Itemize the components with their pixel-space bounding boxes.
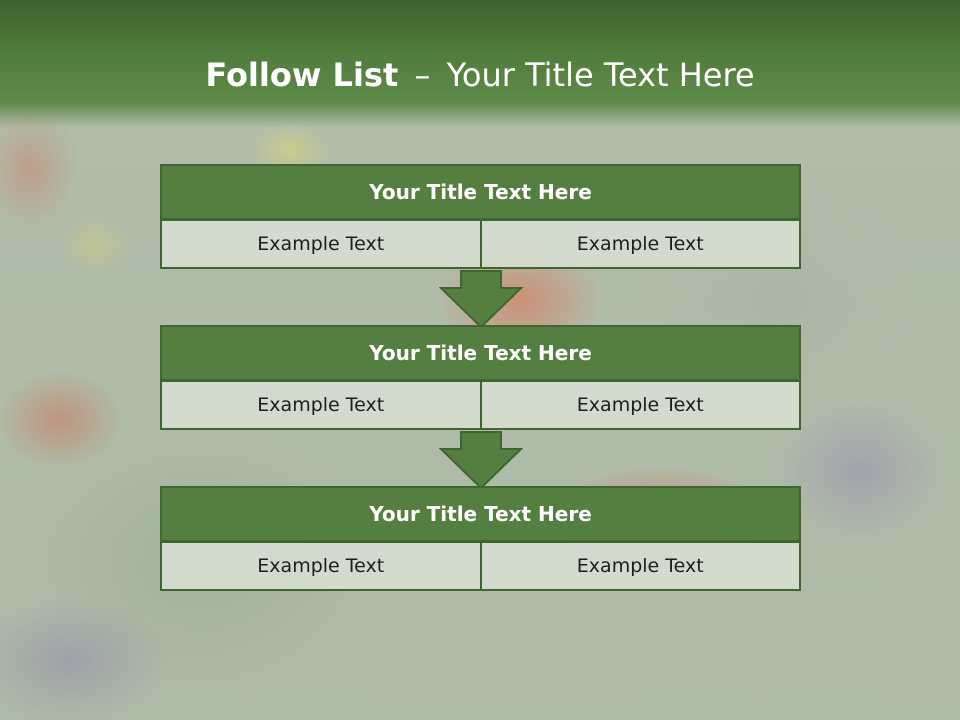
page-title-rest: Your Title Text Here xyxy=(446,56,755,94)
page-title: Follow List – Your Title Text Here xyxy=(0,52,960,98)
block-cell-right: Example Text xyxy=(479,541,801,591)
block-row: Example Text Example Text xyxy=(160,541,801,591)
list-block-1: Your Title Text Here Example Text Exampl… xyxy=(160,164,801,269)
block-cell-left: Example Text xyxy=(160,541,482,591)
block-cell-left: Example Text xyxy=(160,380,482,430)
page-title-bold: Follow List xyxy=(205,56,399,94)
page-title-separator: – xyxy=(414,56,431,94)
block-title: Your Title Text Here xyxy=(160,486,801,542)
block-row: Example Text Example Text xyxy=(160,219,801,269)
block-cell-left: Example Text xyxy=(160,219,482,269)
block-cell-right: Example Text xyxy=(479,380,801,430)
block-title: Your Title Text Here xyxy=(160,325,801,381)
arrow-down-icon xyxy=(439,270,523,328)
arrow-down-icon xyxy=(439,431,523,489)
list-block-2: Your Title Text Here Example Text Exampl… xyxy=(160,325,801,430)
block-title: Your Title Text Here xyxy=(160,164,801,220)
block-cell-right: Example Text xyxy=(479,219,801,269)
header-band xyxy=(0,0,960,128)
list-block-3: Your Title Text Here Example Text Exampl… xyxy=(160,486,801,591)
block-row: Example Text Example Text xyxy=(160,380,801,430)
